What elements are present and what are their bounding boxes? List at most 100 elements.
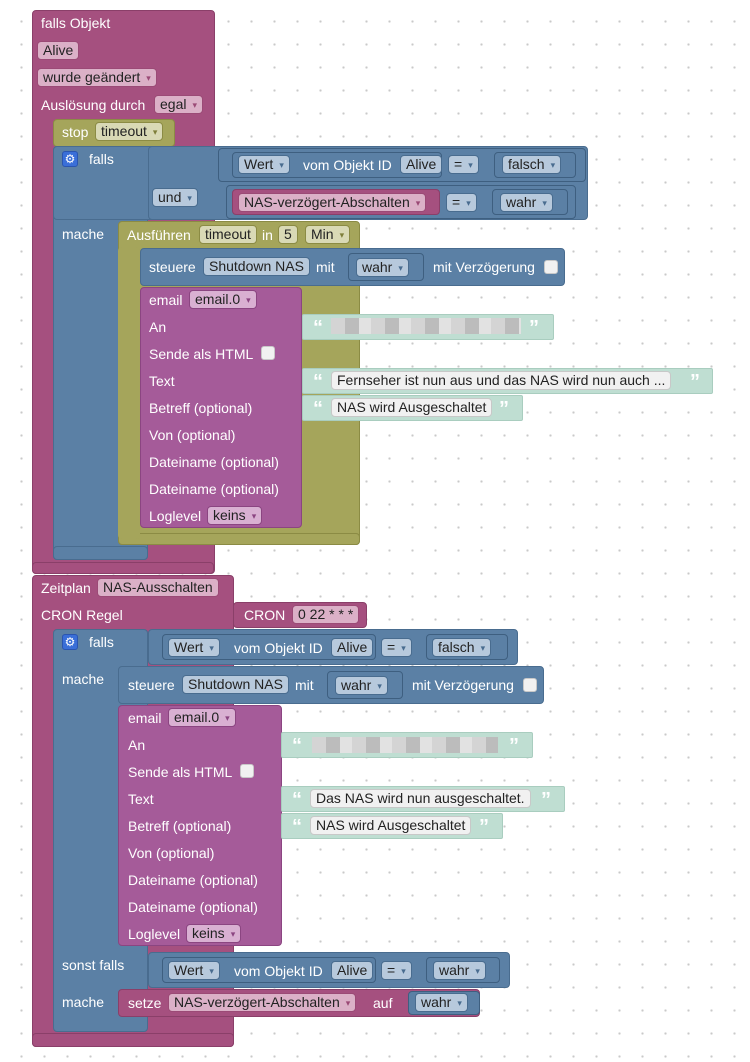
subject-value-field[interactable]: NAS wird Ausgeschaltet	[310, 816, 472, 835]
delay-checkbox[interactable]	[523, 678, 537, 692]
timeout-unit-dropdown[interactable]: Min▾	[305, 225, 351, 244]
chevron-down-icon: ▾	[345, 998, 351, 1008]
text-value-field[interactable]: Das NAS wird nun ausgeschaltet.	[310, 789, 531, 808]
timeout-label: Ausführen	[127, 227, 191, 243]
control-delay-label: mit Verzögerung	[433, 259, 535, 275]
chevron-down-icon: ▾	[401, 966, 406, 976]
variable-dropdown[interactable]: NAS-verzögert-Abschalten▾	[238, 193, 427, 212]
email-html-label: Sende als HTML	[128, 764, 233, 780]
timeout-inner	[118, 247, 140, 539]
email-loglevel-label: Loglevel	[128, 926, 181, 942]
email-to-label: An	[149, 319, 167, 335]
stop-timeout-dropdown[interactable]: timeout▾	[95, 122, 164, 141]
if-mache2-label: mache	[62, 994, 105, 1010]
email-block-1[interactable]	[140, 287, 302, 528]
subject-value-field[interactable]: NAS wird Ausgeschaltet	[331, 398, 493, 417]
control-target-field[interactable]: Shutdown NAS	[203, 257, 310, 276]
compare-operator-dropdown[interactable]: =▾	[446, 193, 477, 212]
chevron-down-icon: ▾	[401, 643, 406, 653]
object-id-field[interactable]: Alive	[400, 155, 443, 174]
chevron-down-icon: ▾	[192, 100, 197, 110]
email-block-2[interactable]	[118, 705, 282, 946]
bool-dropdown[interactable]: falsch▾	[502, 155, 562, 174]
chevron-down-icon: ▾	[225, 713, 230, 723]
object-id-field[interactable]: Alive	[331, 961, 374, 980]
bool-dropdown[interactable]: wahr▾	[500, 193, 553, 212]
email-file2-label: Dateiname (optional)	[149, 481, 279, 497]
email-file1-label: Dateiname (optional)	[149, 454, 279, 470]
control-value-dropdown[interactable]: wahr▾	[335, 676, 388, 695]
control-value-dropdown[interactable]: wahr▾	[356, 258, 409, 277]
delay-checkbox[interactable]	[544, 260, 558, 274]
object-id-label: vom Objekt ID	[234, 640, 323, 656]
email-subject-label: Betreff (optional)	[128, 818, 232, 834]
if-falls-label: falls	[89, 634, 114, 650]
email-label: email	[149, 292, 183, 308]
chevron-down-icon: ▾	[209, 966, 214, 976]
chevron-down-icon: ▾	[339, 230, 345, 240]
cron-value-field[interactable]: 0 22 * * *	[292, 605, 360, 624]
compare-operator-dropdown[interactable]: =▾	[381, 961, 412, 980]
if-mache-label: mache	[62, 226, 105, 242]
chevron-down-icon: ▾	[550, 160, 556, 170]
chevron-down-icon: ▾	[146, 73, 151, 83]
property-dropdown[interactable]: Wert▾	[238, 155, 290, 174]
chevron-down-icon: ▾	[398, 263, 403, 273]
object-id-label: vom Objekt ID	[234, 963, 323, 979]
html-checkbox[interactable]	[261, 346, 275, 360]
logic-operator-dropdown[interactable]: und▾	[152, 188, 198, 207]
bool-dropdown[interactable]: falsch▾	[432, 638, 492, 657]
control-label: steuere	[128, 677, 175, 693]
trigger-title: falls Objekt	[41, 15, 111, 31]
trigger-type-dropdown[interactable]: egal▾	[154, 95, 203, 114]
compare-operator-dropdown[interactable]: =▾	[381, 638, 412, 657]
loglevel-dropdown[interactable]: keins▾	[186, 924, 242, 943]
trigger-footer	[32, 562, 214, 574]
quote-close-icon: ”	[479, 816, 489, 838]
chevron-down-icon: ▾	[246, 295, 251, 305]
email-loglevel-label: Loglevel	[149, 508, 202, 524]
email-label: email	[128, 710, 162, 726]
if-mache-label: mache	[62, 671, 105, 687]
chevron-down-icon: ▾	[542, 198, 547, 208]
chevron-down-icon: ▾	[209, 643, 214, 653]
bool-dropdown[interactable]: wahr▾	[433, 961, 486, 980]
object-id-label: vom Objekt ID	[303, 157, 392, 173]
control-target-field[interactable]: Shutdown NAS	[182, 675, 289, 694]
schedule-footer	[32, 1033, 234, 1047]
html-checkbox[interactable]	[240, 764, 254, 778]
compare-operator-dropdown[interactable]: =▾	[448, 155, 479, 174]
timeout-amount-field[interactable]: 5	[278, 225, 298, 244]
set-auf-label: auf	[373, 995, 393, 1011]
text-value-field[interactable]: Fernseher ist nun aus und das NAS wird n…	[331, 371, 672, 390]
timeout-in-label: in	[262, 227, 273, 243]
email-from-label: Von (optional)	[149, 427, 236, 443]
if-block-1-footer	[53, 546, 148, 560]
email-file2-label: Dateiname (optional)	[128, 899, 258, 915]
email-to-label: An	[128, 737, 146, 753]
property-dropdown[interactable]: Wert▾	[168, 961, 220, 980]
quote-open-icon: “	[292, 816, 302, 838]
property-dropdown[interactable]: Wert▾	[168, 638, 220, 657]
set-value-dropdown[interactable]: wahr▾	[415, 993, 468, 1012]
gear-icon[interactable]: ⚙	[62, 151, 78, 167]
chevron-down-icon: ▾	[230, 929, 236, 939]
set-variable-dropdown[interactable]: NAS-verzögert-Abschalten▾	[168, 993, 357, 1012]
gear-icon[interactable]: ⚙	[62, 634, 78, 650]
chevron-down-icon: ▾	[468, 160, 473, 170]
control-label: steuere	[149, 259, 196, 275]
email-instance-dropdown[interactable]: email.0▾	[189, 290, 257, 309]
schedule-name-field[interactable]: NAS-Ausschalten	[97, 578, 219, 597]
trigger-condition-dropdown[interactable]: wurde geändert▾	[37, 68, 157, 87]
object-id-field[interactable]: Alive	[331, 638, 374, 657]
email-from-label: Von (optional)	[128, 845, 215, 861]
cron-label: CRON	[244, 607, 286, 623]
loglevel-dropdown[interactable]: keins▾	[207, 506, 263, 525]
chevron-down-icon: ▾	[457, 998, 462, 1008]
email-instance-dropdown[interactable]: email.0▾	[168, 708, 236, 727]
if-falls-label: falls	[89, 151, 114, 167]
trigger-object-field[interactable]: Alive	[37, 41, 80, 60]
chevron-down-icon: ▾	[187, 193, 192, 203]
email-text-label: Text	[128, 791, 154, 807]
timeout-name-field[interactable]: timeout	[199, 225, 257, 244]
